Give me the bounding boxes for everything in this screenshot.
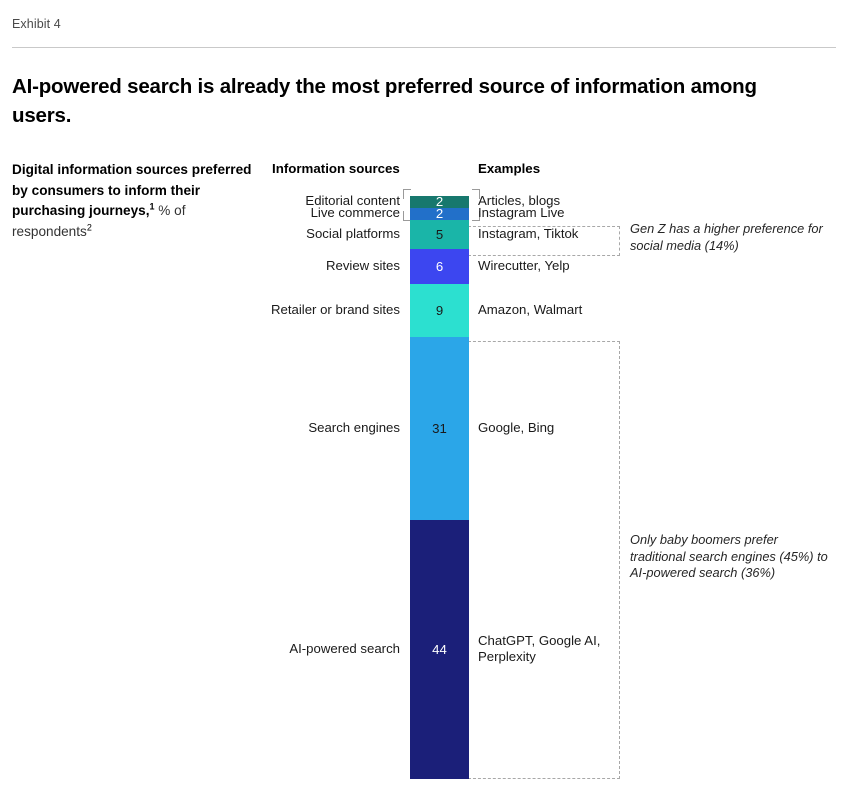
subtitle-regular-text: % of respondents [12, 203, 186, 239]
bar-segment-value: 2 [435, 194, 444, 210]
leader-tick-top-right [472, 189, 480, 199]
category-label: Retailer or brand sites [270, 302, 400, 318]
bar-segment: 2 [410, 194, 469, 210]
bar-segment: 5 [410, 219, 469, 249]
header-divider [12, 47, 836, 48]
example-label: Google, Bing [478, 420, 555, 436]
category-label: Social platforms [306, 225, 400, 241]
example-label: Articles, blogs [478, 193, 561, 209]
column-header-information-sources: Information sources [272, 161, 400, 176]
bar-segment: 6 [410, 248, 469, 285]
category-label: Editorial content [305, 193, 400, 209]
column-header-examples: Examples [478, 161, 541, 176]
bar-segment: 2 [410, 206, 469, 222]
example-label: Instagram, Tiktok [478, 225, 579, 241]
bar-segment-value: 9 [435, 303, 444, 319]
leader-tick-second-left [403, 211, 411, 221]
bar-segment-value: 31 [432, 420, 447, 436]
chart-subtitle: Digital information sources preferred by… [12, 160, 252, 242]
subtitle-footnote-2: 2 [86, 221, 92, 232]
annotation-text-gen-z: Gen Z has a higher preference for social… [630, 221, 823, 253]
category-label: AI-powered search [289, 640, 400, 656]
category-label: Search engines [308, 420, 400, 436]
category-label: Review sites [325, 258, 400, 274]
annotation-box-baby-boomer [468, 341, 620, 779]
bar-segment-value: 6 [435, 259, 444, 275]
bar-segment: 44 [410, 519, 469, 779]
leader-tick-second-right [472, 211, 480, 221]
subtitle-bold-text: Digital information sources preferred by… [12, 162, 252, 218]
bar-segment-value: 2 [435, 206, 444, 222]
example-label: Amazon, Walmart [478, 302, 583, 318]
bar-segment: 9 [410, 284, 469, 338]
subtitle-footnote-1: 1 [149, 201, 155, 212]
category-label: Live commerce [310, 205, 400, 221]
example-label: ChatGPT, Google AI, Perplexity [478, 632, 601, 665]
example-label: Wirecutter, Yelp [478, 258, 570, 274]
annotation-box-gen-z [468, 226, 620, 256]
bar-segment-value: 44 [432, 641, 447, 657]
leader-tick-top-left [403, 189, 411, 199]
bar-segment-value: 5 [435, 226, 444, 242]
page-title: AI-powered search is already the most pr… [12, 75, 757, 127]
annotation-text-baby-boomer: Only baby boomers prefer traditional sea… [630, 532, 828, 580]
example-label: Instagram Live [478, 205, 565, 221]
bar-segment: 31 [410, 337, 469, 520]
exhibit-label: Exhibit 4 [12, 17, 61, 31]
